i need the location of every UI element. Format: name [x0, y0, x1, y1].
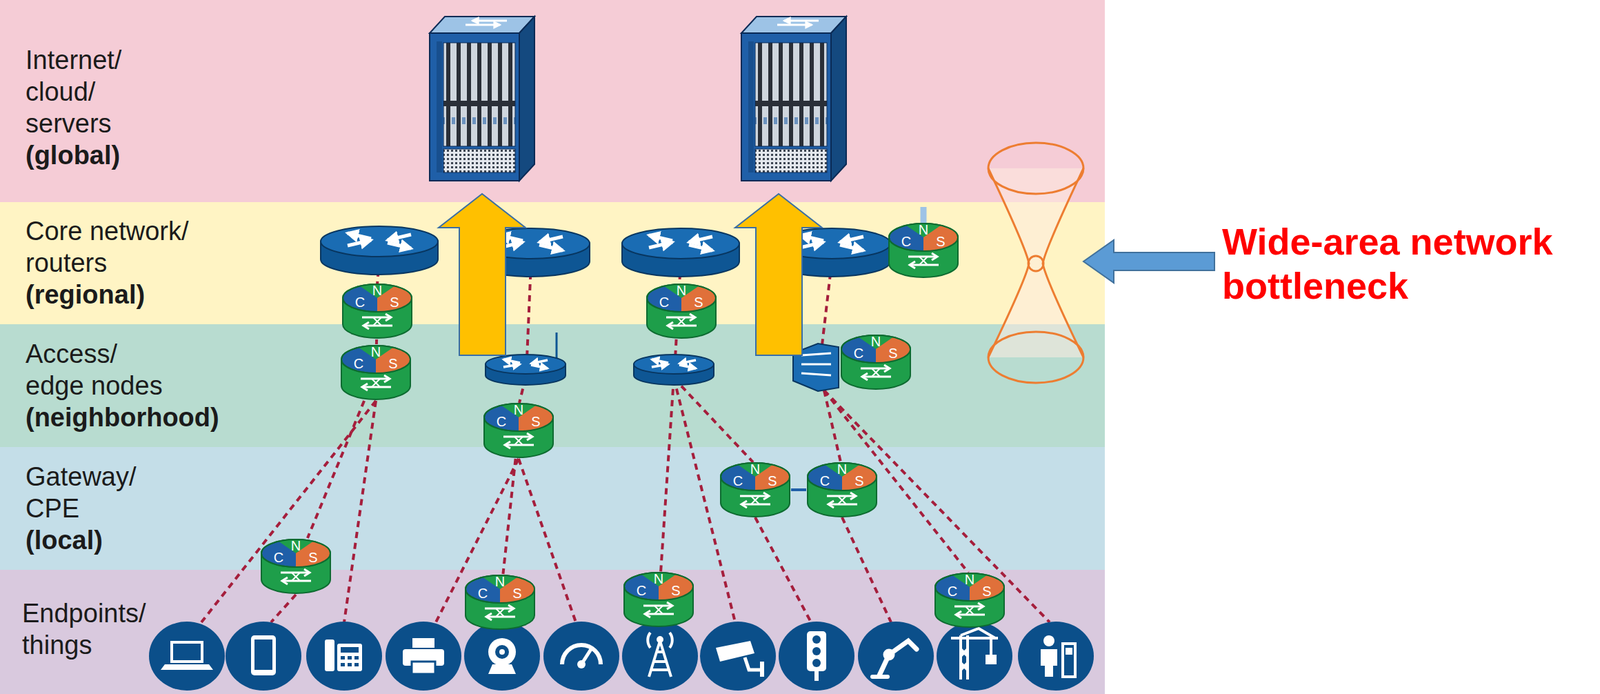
fog-letter: C — [636, 583, 647, 598]
fog-node: NC S — [719, 461, 792, 518]
fog-node: NC S — [340, 344, 412, 401]
layer-band: Gateway/ CPE(local)NCSNCSNCS — [0, 446, 1105, 570]
fog-letter: S — [531, 414, 540, 429]
layer-scope: (regional) — [25, 278, 207, 311]
fog-letter: N — [750, 462, 760, 476]
fog-letter: C — [947, 584, 958, 598]
bottleneck-text: Wide-area network bottleneck — [1222, 219, 1588, 308]
layer-label: Gateway/ CPE(local) — [25, 460, 145, 556]
layer-scope: (local) — [25, 524, 145, 556]
layer-name: Access/ edge nodes — [25, 337, 176, 402]
layer-name: Gateway/ CPE — [25, 460, 145, 525]
fog-letter: C — [353, 356, 364, 371]
fog-node: NC S — [464, 573, 536, 631]
fog-letter: N — [291, 538, 301, 553]
fog-letter: S — [888, 346, 898, 360]
fog-node: NC S — [840, 333, 912, 391]
fog-letter: N — [964, 572, 975, 587]
fog-letter: S — [935, 234, 945, 249]
fog-node: NC S — [260, 537, 332, 595]
fog-letter: S — [389, 295, 399, 309]
fog-letter: S — [854, 473, 864, 488]
fog-letter: N — [495, 574, 505, 589]
dashed-links — [201, 259, 1050, 623]
link-line — [791, 488, 807, 492]
bottleneck-hourglass — [988, 142, 1084, 383]
fog-letter: S — [767, 473, 777, 488]
fog-letter: N — [676, 283, 687, 298]
fog-letter: S — [388, 356, 398, 371]
fog-letter: C — [496, 414, 507, 429]
fog-letter: S — [982, 584, 992, 598]
fog-node: NC S — [887, 222, 960, 279]
fog-letter: C — [477, 586, 488, 600]
layer-name: Endpoints/ things — [22, 597, 154, 661]
link-line — [375, 339, 378, 345]
fog-letter: N — [653, 571, 664, 586]
fog-node: NC S — [622, 571, 695, 628]
layer-scope: (neighborhood) — [25, 401, 220, 434]
layer-name: Core network/ routers — [25, 215, 207, 279]
layer-label: Access/ edge nodes(neighborhood) — [25, 337, 220, 434]
layer-band: Internet/ cloud/ servers(global) — [0, 0, 1105, 203]
fog-letter: C — [659, 295, 669, 309]
fog-letter: N — [513, 402, 524, 417]
fog-letter: N — [372, 283, 383, 298]
fog-letter: N — [371, 344, 381, 359]
layer-label: Core network/ routers(regional) — [25, 215, 207, 311]
layer-name: Internet/ cloud/ servers — [25, 44, 129, 140]
layer-label: Internet/ cloud/ servers(global) — [25, 44, 129, 172]
layer-band: Access/ edge nodes(neighborhood)NCSNCSNC… — [0, 324, 1105, 447]
layer-scope: (global) — [25, 139, 129, 172]
fog-node: NC S — [482, 402, 555, 459]
fog-letter: S — [512, 586, 522, 600]
link-line — [307, 400, 365, 538]
pointer-arrow — [1083, 240, 1215, 283]
fog-letter: C — [733, 473, 743, 488]
layer-label: Endpoints/ things — [22, 597, 154, 661]
fog-letter: C — [901, 234, 912, 249]
fog-letter: N — [837, 462, 847, 476]
fog-letter: C — [820, 473, 830, 488]
fog-letter: N — [918, 222, 929, 237]
fog-node: NC S — [806, 461, 878, 518]
fog-letter: N — [871, 334, 881, 349]
fog-letter: S — [693, 295, 703, 309]
link-line — [502, 458, 516, 574]
fog-letter: C — [853, 346, 864, 360]
fog-letter: C — [355, 295, 365, 309]
fog-node: NC S — [933, 571, 1006, 629]
fog-letter: C — [273, 550, 284, 565]
fog-letter: S — [308, 550, 318, 565]
fog-letter: S — [671, 583, 680, 598]
fog-node: NC S — [341, 282, 414, 340]
callout-label: Wide-area network bottleneck — [1222, 219, 1588, 308]
fog-node: NC S — [645, 282, 718, 340]
